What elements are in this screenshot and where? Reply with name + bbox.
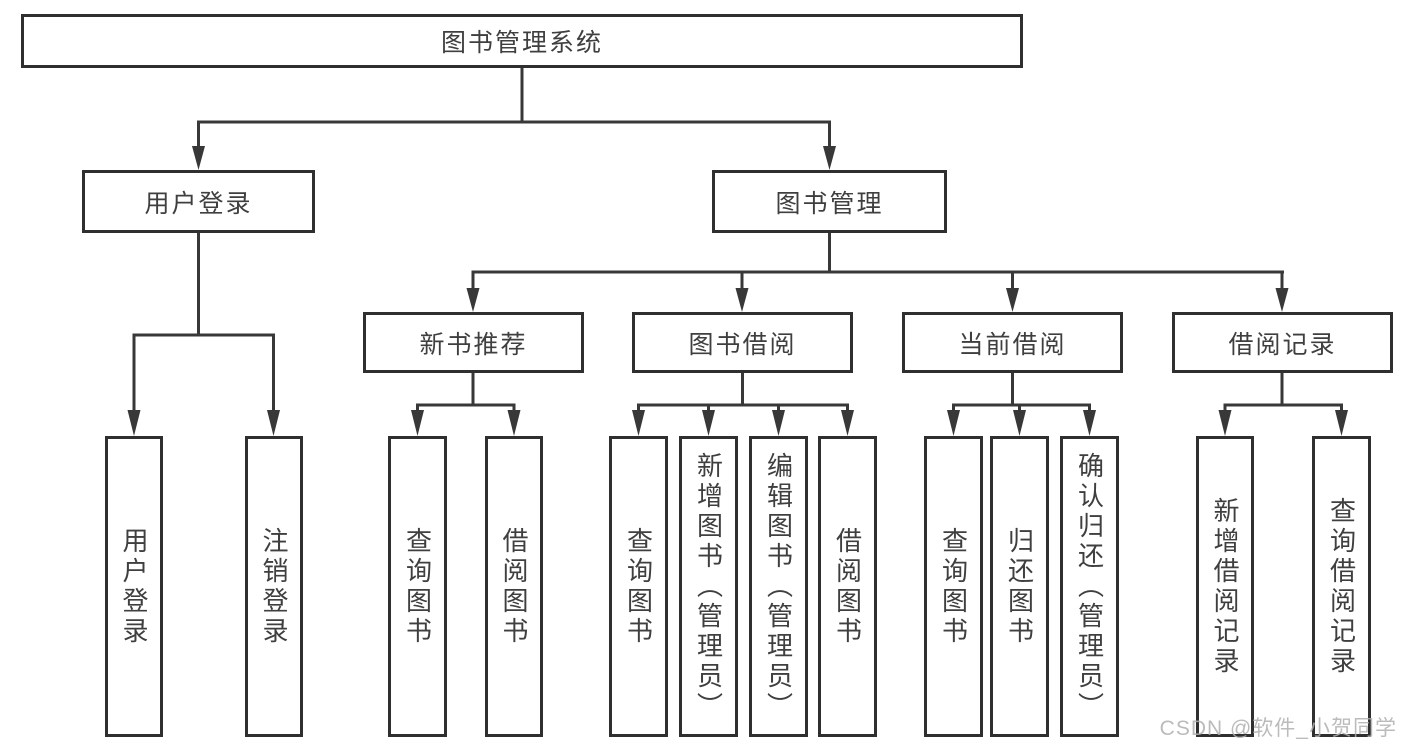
leaf-query-books: 查询图书 [924, 436, 983, 737]
csdn-watermark: CSDN @软件_小贺同学 [1159, 717, 1397, 740]
node-new-book-recommend: 新书推荐 [363, 312, 584, 373]
leaf-confirm-return-admin: 确认归还（管理员） [1060, 436, 1119, 737]
node-borrow-records: 借阅记录 [1172, 312, 1393, 373]
node-label: 用户登录 [119, 526, 149, 647]
node-label: 图书借阅 [688, 330, 797, 359]
node-label: 归还图书 [1004, 526, 1035, 647]
node-label: 查询借阅记录 [1326, 496, 1357, 677]
leaf-edit-books-admin: 编辑图书（管理员） [749, 436, 808, 737]
node-label: 图书管理 [775, 189, 884, 218]
leaf-borrow-books: 借阅图书 [485, 436, 543, 737]
node-label: 用户登录 [144, 189, 253, 218]
leaf-query-books: 查询图书 [388, 436, 447, 737]
node-label: 借阅记录 [1228, 330, 1337, 359]
node-label: 编辑图书（管理员） [763, 451, 794, 722]
leaf-borrow-books: 借阅图书 [818, 436, 877, 737]
node-label: 新书推荐 [419, 330, 528, 359]
node-label: 查询图书 [938, 526, 969, 647]
node-label: 图书管理系统 [440, 29, 603, 57]
node-label: 当前借阅 [958, 330, 1067, 359]
node-book-borrow: 图书借阅 [632, 312, 853, 373]
node-label: 查询图书 [623, 526, 654, 647]
node-label: 借阅图书 [499, 526, 529, 647]
leaf-return-books: 归还图书 [990, 436, 1049, 737]
node-label: 注销登录 [259, 526, 289, 647]
node-library-system: 图书管理系统 [21, 14, 1023, 68]
leaf-add-borrow-record: 新增借阅记录 [1196, 436, 1254, 737]
node-label: 查询图书 [402, 526, 433, 647]
node-current-borrow: 当前借阅 [902, 312, 1123, 373]
node-label: 新增图书（管理员） [693, 451, 724, 722]
node-label: 新增借阅记录 [1210, 496, 1240, 677]
leaf-logout: 注销登录 [245, 436, 303, 737]
node-label: 借阅图书 [832, 526, 863, 647]
leaf-user-login: 用户登录 [105, 436, 163, 737]
node-book-management: 图书管理 [712, 170, 947, 233]
leaf-add-books-admin: 新增图书（管理员） [679, 436, 738, 737]
node-label: 确认归还（管理员） [1074, 451, 1105, 722]
leaf-query-borrow-record: 查询借阅记录 [1312, 436, 1371, 737]
node-user-login: 用户登录 [82, 170, 315, 233]
leaf-query-books: 查询图书 [609, 436, 668, 737]
